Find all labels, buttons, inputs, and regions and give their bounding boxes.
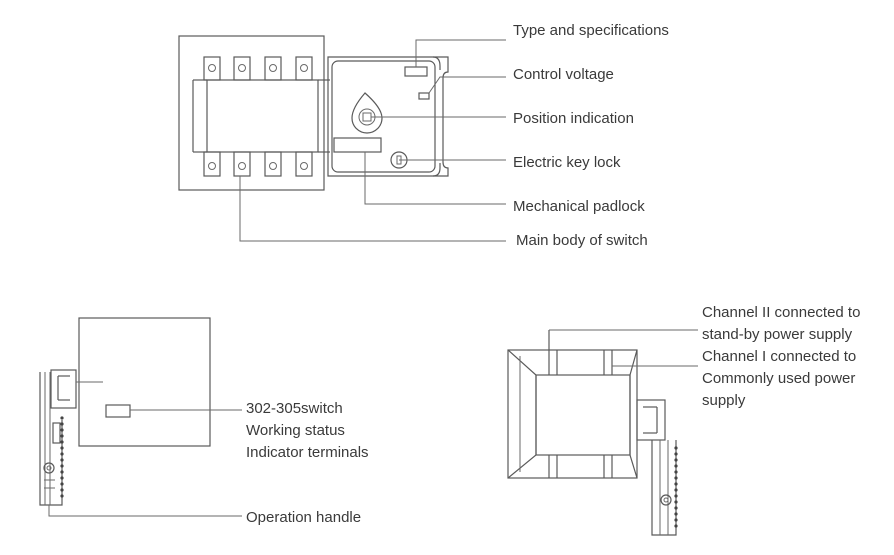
chain-dot — [60, 488, 64, 492]
main-body-outline — [178, 35, 325, 191]
chain-dot — [674, 494, 678, 498]
chain-dot — [60, 494, 64, 498]
type-spec-plate — [404, 66, 428, 77]
label-working-status-line-1: 302-305switch — [246, 400, 343, 417]
chain-dot — [60, 476, 64, 480]
main-body-inner-panel — [206, 79, 319, 153]
label-control-voltage: Control voltage — [513, 66, 614, 83]
right-handle-chain — [674, 446, 678, 528]
position-indicator — [351, 92, 383, 134]
chain-dot — [674, 488, 678, 492]
label-working-status: 302-305switch Working status Indicator t… — [246, 398, 369, 464]
control-voltage-indicator — [418, 92, 430, 100]
front-leader-lines — [239, 39, 506, 242]
label-channel-2: Channel II connected to stand-by power s… — [702, 302, 860, 346]
chain-dot — [60, 470, 64, 474]
label-channel-2-line-2: stand-by power supply — [702, 326, 853, 343]
side-view-left — [39, 317, 242, 517]
chain-dot — [60, 452, 64, 456]
label-channel-2-line-1: Channel II connected to — [702, 304, 861, 321]
bottom-terminals — [203, 151, 313, 177]
chain-dot — [674, 524, 678, 528]
label-main-body: Main body of switch — [516, 232, 648, 249]
chain-dot — [60, 464, 64, 468]
chain-dot — [674, 464, 678, 468]
label-working-status-line-3: Indicator terminals — [246, 444, 369, 461]
chain-dot — [674, 500, 678, 504]
label-mechanical-padlock: Mechanical padlock — [513, 198, 645, 215]
chain-dot — [60, 416, 64, 420]
handle-chain — [60, 416, 64, 498]
label-channel-1: Channel I connected to Commonly used pow… — [702, 346, 856, 412]
chain-dot — [674, 482, 678, 486]
indicator-terminal-block — [105, 404, 131, 418]
chain-dot — [60, 446, 64, 450]
label-electric-key-lock: Electric key lock — [513, 154, 621, 171]
label-type-spec: Type and specifications — [513, 22, 669, 39]
front-view — [178, 35, 506, 242]
chain-dot — [60, 434, 64, 438]
label-channel-1-line-3: supply — [702, 392, 746, 409]
label-operation-handle: Operation handle — [246, 509, 362, 526]
chain-dot — [60, 422, 64, 426]
chain-dot — [60, 440, 64, 444]
label-position-indication: Position indication — [513, 110, 634, 127]
chain-dot — [674, 458, 678, 462]
chain-dot — [60, 482, 64, 486]
chain-dot — [674, 506, 678, 510]
chain-dot — [674, 512, 678, 516]
label-channel-1-line-2: Commonly used power — [702, 370, 856, 387]
chain-dot — [60, 458, 64, 462]
chain-dot — [674, 518, 678, 522]
chain-dot — [674, 470, 678, 474]
right-body-outline — [507, 349, 638, 479]
chain-dot — [60, 428, 64, 432]
label-working-status-line-2: Working status — [246, 422, 345, 439]
side-view-right — [507, 329, 698, 536]
chain-dot — [674, 452, 678, 456]
top-terminals — [203, 56, 313, 81]
chain-dot — [674, 476, 678, 480]
label-channel-1-line-1: Channel I connected to — [702, 348, 857, 365]
chain-dot — [674, 446, 678, 450]
padlock-slot — [333, 137, 382, 153]
